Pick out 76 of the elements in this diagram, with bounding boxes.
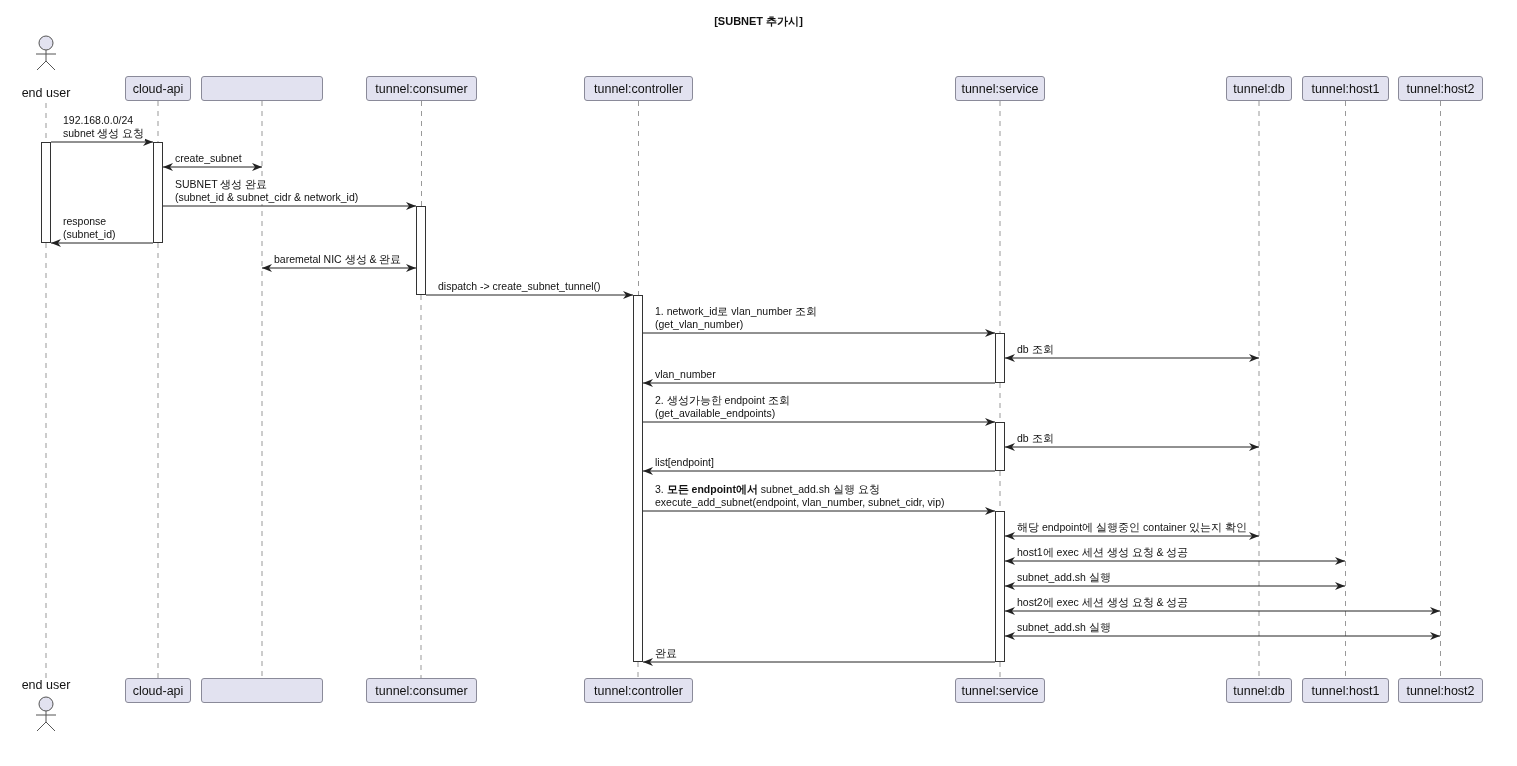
activation-bar [41,142,51,243]
message-label: 2. 생성가능한 endpoint 조회 (get_available_endpoints) [654,394,791,420]
message-label: host1에 exec 세션 생성 요청 & 성공 [1016,546,1190,559]
message-label: subnet_add.sh 실행 [1016,621,1112,634]
lifeline [1440,100,1441,679]
participant-box: tunnel:service [955,76,1045,101]
lifeline [421,100,422,207]
double-arrow [162,163,263,171]
lifeline [420,294,422,679]
message-label: SUBNET 생성 완료 (subnet_id & subnet_cidr & network_id) [174,178,360,204]
lifeline [157,100,159,143]
double-arrow [1004,632,1441,640]
lifeline [261,100,263,679]
message-label: db 조회 [1016,432,1055,445]
message-arrow [642,418,996,426]
double-arrow [1004,443,1260,451]
activation-bar [416,206,426,295]
message-label: host2에 exec 세션 생성 요청 & 성공 [1016,596,1190,609]
message-label: 해당 endpoint에 실행중인 container 있는지 확인 [1016,521,1249,534]
message-label: 1. network_id로 vlan_number 조회 (get_vlan_number) [654,305,818,331]
participant-box: cloud-api [125,76,191,101]
message-label: baremetal NIC 생성 & 완료 [273,253,403,266]
lifeline [1258,100,1260,679]
message-label: vlan_number [654,368,717,381]
participant-box: tunnel:controller [584,76,693,101]
participant-box: tunnel:consumer [366,678,477,703]
message-label: 완료 [654,647,678,660]
participant-box [201,76,323,101]
lifeline [1345,100,1346,679]
message-arrow [642,379,996,387]
lifeline [157,242,159,679]
participant-box: tunnel:consumer [366,76,477,101]
message-arrow [642,507,996,515]
message-label: create_subnet [174,152,243,165]
message-label: subnet_add.sh 실행 [1016,571,1112,584]
message-arrow [162,202,417,210]
message-label: 3. 모든 endpoint에서 subnet_add.sh 실행 요청 execute_add_subnet(endpoint, vlan_number, subnet_cidr, vip) [654,483,946,509]
activation-bar [995,422,1005,471]
activation-bar [995,333,1005,383]
activation-bar [153,142,163,243]
message-arrow [425,291,634,299]
participant-box: tunnel:service [955,678,1045,703]
participant-box [201,678,323,703]
lifeline [999,661,1001,679]
message-label: 192.168.0.0/24 subnet 생성 요청 [62,114,146,140]
participant-box: tunnel:host2 [1398,678,1483,703]
message-label: dispatch -> create_subnet_tunnel() [437,280,602,293]
message-arrow [642,658,996,666]
message-arrow [50,138,154,146]
double-arrow [1004,354,1260,362]
double-arrow [1004,532,1260,540]
participant-box: cloud-api [125,678,191,703]
double-arrow [1004,582,1346,590]
double-arrow [261,264,417,272]
message-label: db 조회 [1016,343,1055,356]
participant-box: tunnel:host1 [1302,678,1389,703]
double-arrow [1004,607,1441,615]
lifeline [637,661,639,679]
activation-bar [633,295,643,662]
message-arrow [50,239,154,247]
lifeline [45,242,47,679]
participant-box: tunnel:db [1226,76,1292,101]
double-arrow [1004,557,1346,565]
message-label: list[endpoint] [654,456,715,469]
activation-bar [995,511,1005,662]
lifeline [999,100,1001,334]
diagram-title: [SUBNET 추가시] [714,15,803,27]
participant-box: tunnel:host2 [1398,76,1483,101]
message-arrow [642,329,996,337]
lifeline [638,100,639,296]
message-arrow [642,467,996,475]
participant-box: tunnel:controller [584,678,693,703]
actor-label: end user [20,86,72,100]
actor-label: end user [20,678,72,692]
participant-box: tunnel:db [1226,678,1292,703]
participant-box: tunnel:host1 [1302,76,1389,101]
